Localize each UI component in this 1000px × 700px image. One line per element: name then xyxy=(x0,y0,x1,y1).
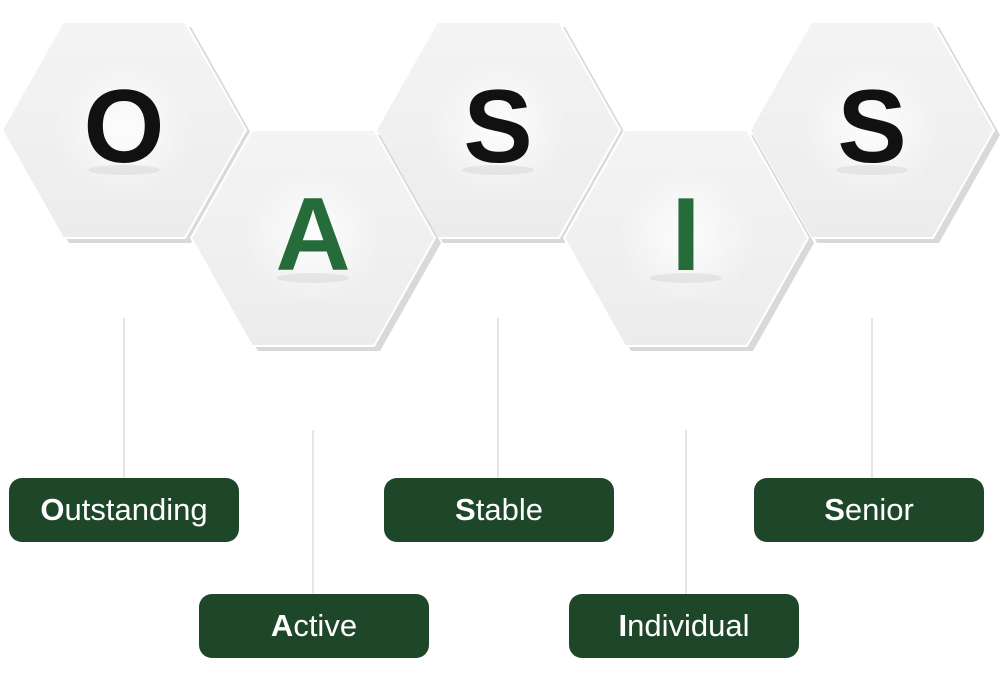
hexagon-a-1: A xyxy=(189,129,441,351)
hexagon-letter: A xyxy=(275,177,350,293)
letter-reflection xyxy=(836,165,908,175)
hexagon-glow xyxy=(54,60,194,200)
label-rest: ndividual xyxy=(627,608,750,643)
label-initial: A xyxy=(270,608,294,643)
hexagon-o-0: O xyxy=(0,21,252,243)
hexagon-glow xyxy=(428,60,568,200)
hexagon-glow xyxy=(616,168,756,308)
label-initial: I xyxy=(618,608,628,643)
label-initial: O xyxy=(40,492,65,527)
label-rest: ctive xyxy=(293,608,358,643)
label-initial: S xyxy=(455,492,476,527)
hexagon-letter: I xyxy=(672,177,701,293)
hexagon-glow xyxy=(243,168,383,308)
label-rest: utstanding xyxy=(64,492,208,527)
hexagon-i-3: I xyxy=(562,129,814,351)
label-rest: enior xyxy=(844,492,914,527)
hexagon-s-2: S xyxy=(374,21,626,243)
letter-reflection xyxy=(88,165,160,175)
hexagon-letter: O xyxy=(84,69,165,185)
label-initial: S xyxy=(824,492,845,527)
hexagon-s-4: S xyxy=(748,21,1000,243)
hexagon-glow xyxy=(802,60,942,200)
label-rest: table xyxy=(475,492,543,527)
letter-reflection xyxy=(277,273,349,283)
letter-reflection xyxy=(650,273,722,283)
hexagon-letter: S xyxy=(837,69,906,185)
hexagon-letter: S xyxy=(463,69,532,185)
letter-reflection xyxy=(462,165,534,175)
